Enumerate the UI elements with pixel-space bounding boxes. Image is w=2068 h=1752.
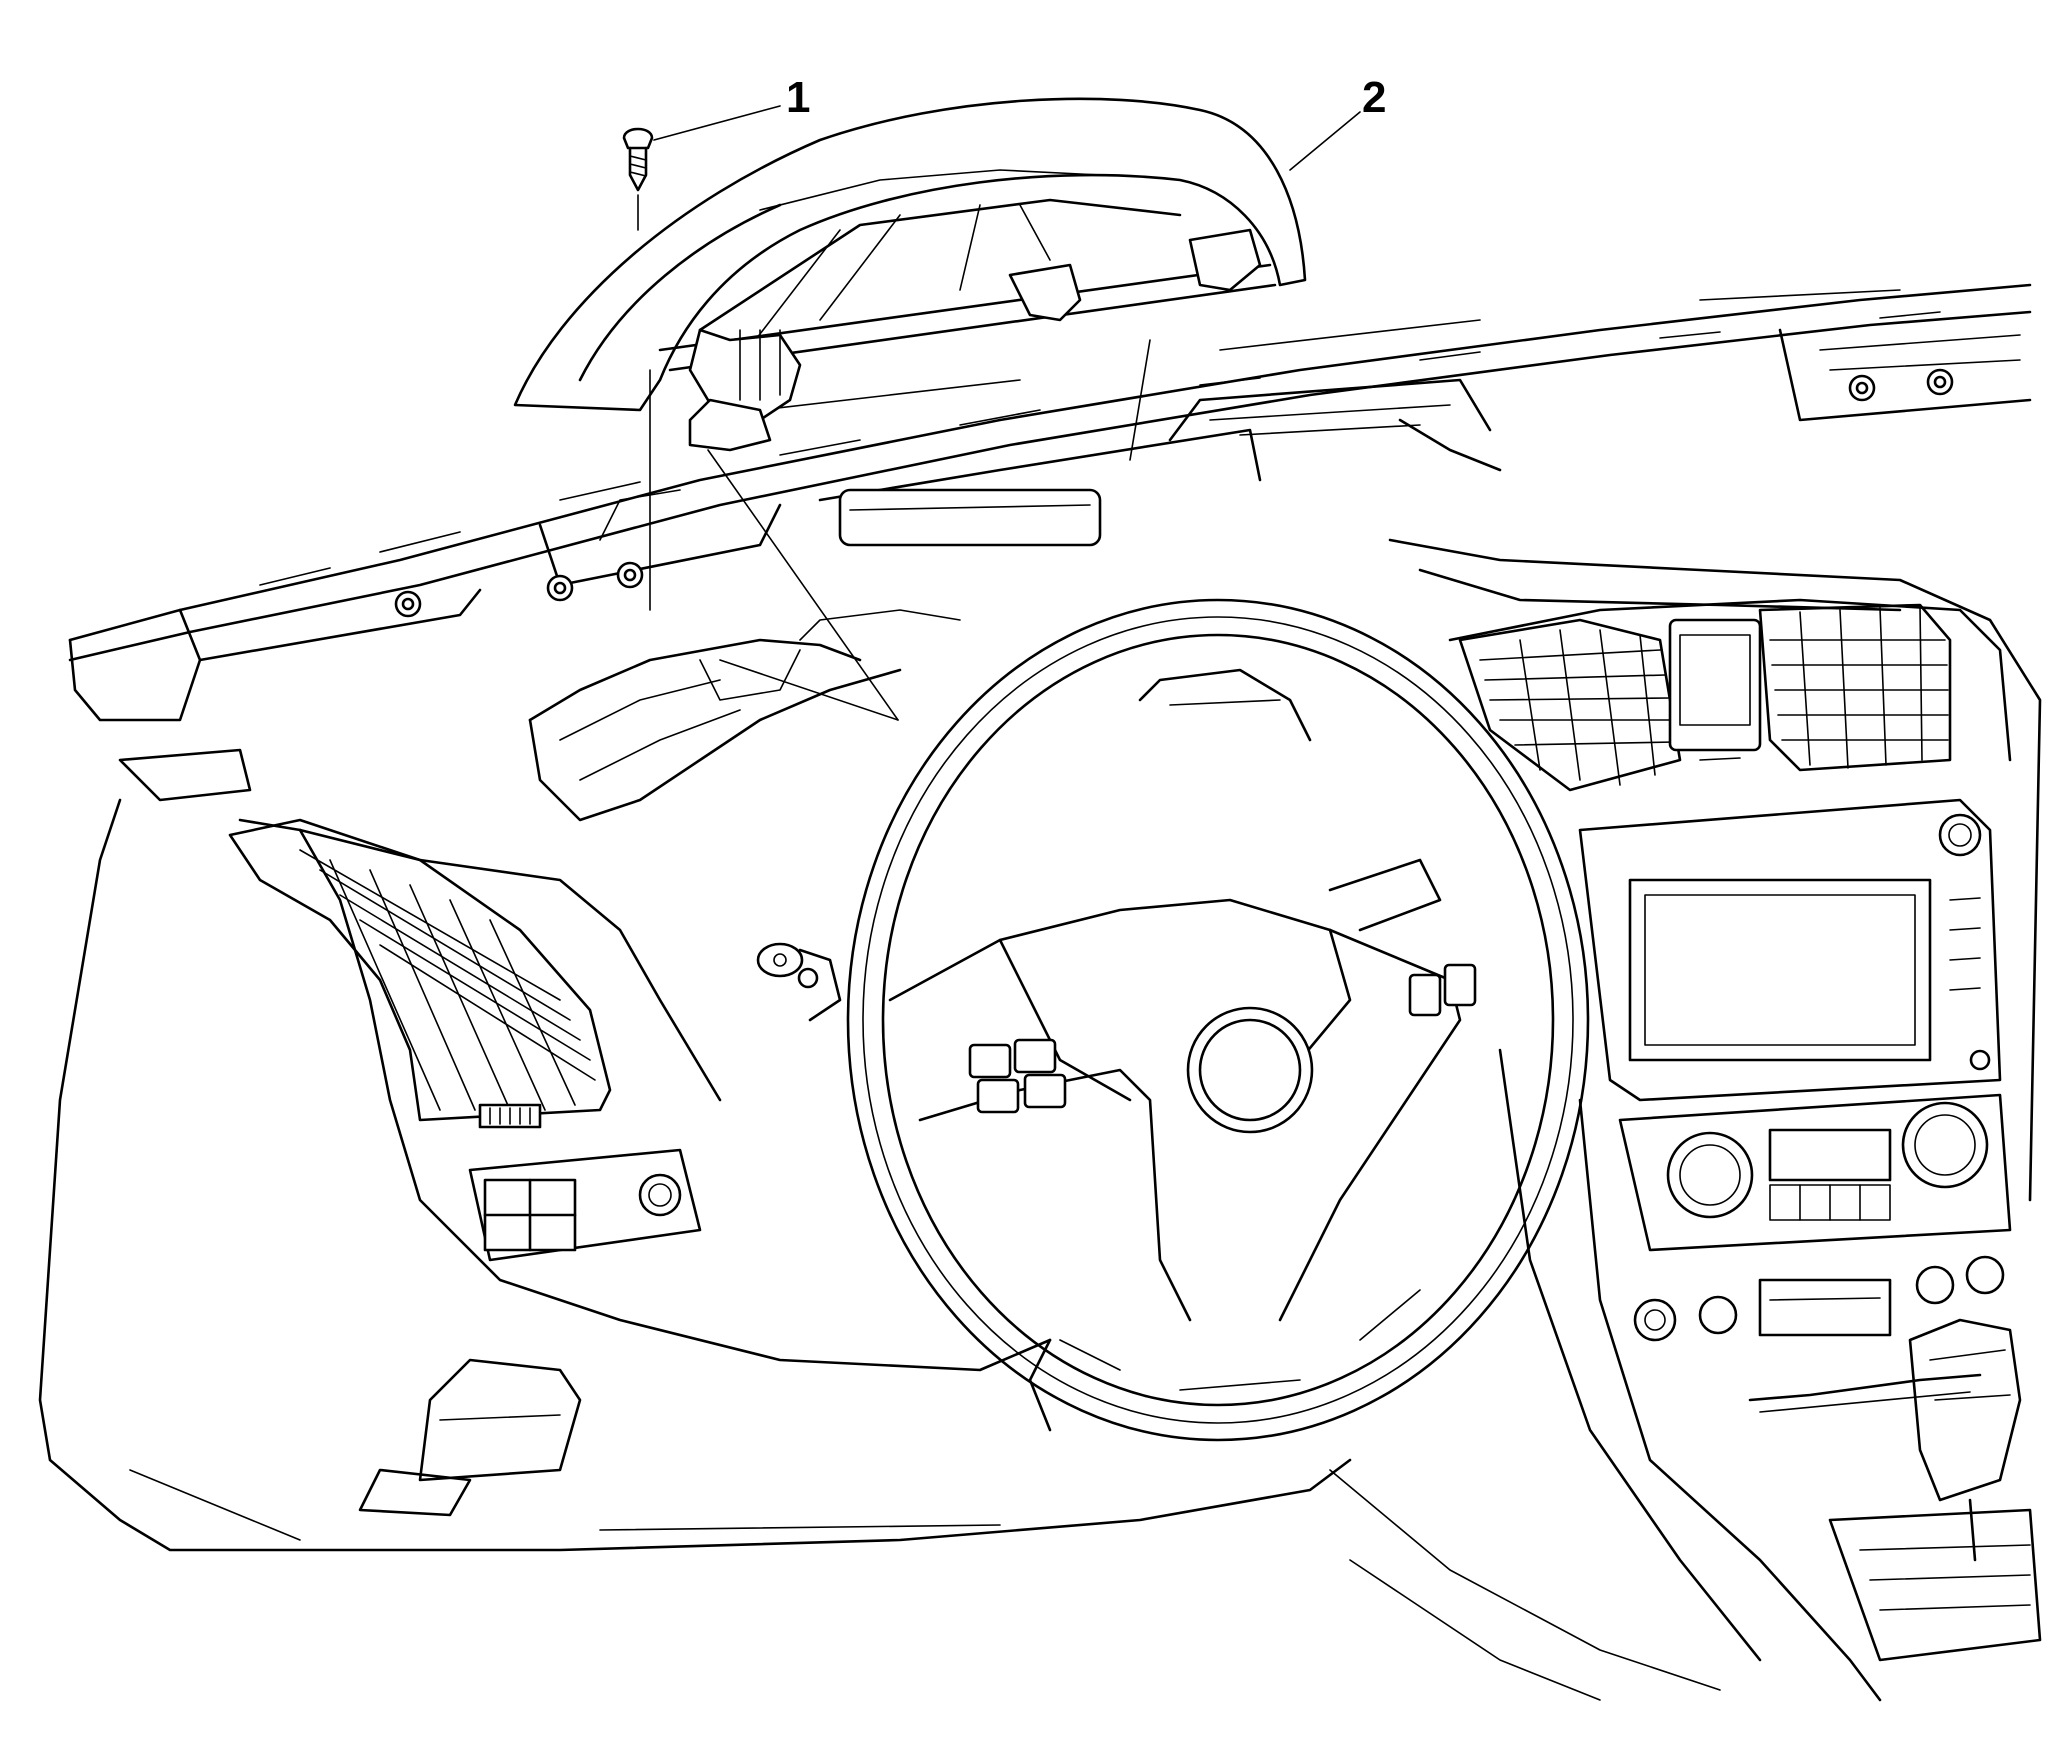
floor-line bbox=[1329, 1469, 1721, 1691]
cluster-trim-bezel bbox=[513, 97, 1307, 452]
bezel-install-line-c bbox=[1129, 339, 1151, 461]
center-air-vents bbox=[1458, 603, 1952, 792]
bezel-install-line-a bbox=[707, 449, 899, 721]
callout-1: 1 bbox=[653, 73, 810, 141]
callout-1-label: 1 bbox=[786, 73, 810, 122]
callout-2-label: 2 bbox=[1362, 73, 1386, 122]
navigation-radio-unit bbox=[1578, 798, 2002, 1102]
climate-control bbox=[1618, 1093, 2012, 1252]
fastener-screw bbox=[622, 127, 654, 192]
bezel-install-line-b bbox=[719, 659, 899, 721]
left-air-vent bbox=[228, 818, 612, 1129]
ignition-switch bbox=[756, 942, 842, 1022]
steering-wheel bbox=[846, 598, 1590, 1442]
instrument-panel bbox=[38, 283, 2032, 1552]
left-switch-panel bbox=[468, 1148, 702, 1262]
floor-line-lower bbox=[1349, 1559, 1601, 1701]
center-stack bbox=[1388, 538, 2042, 1702]
gear-shifter bbox=[1828, 1318, 2042, 1662]
callout-2: 2 bbox=[1289, 73, 1386, 171]
